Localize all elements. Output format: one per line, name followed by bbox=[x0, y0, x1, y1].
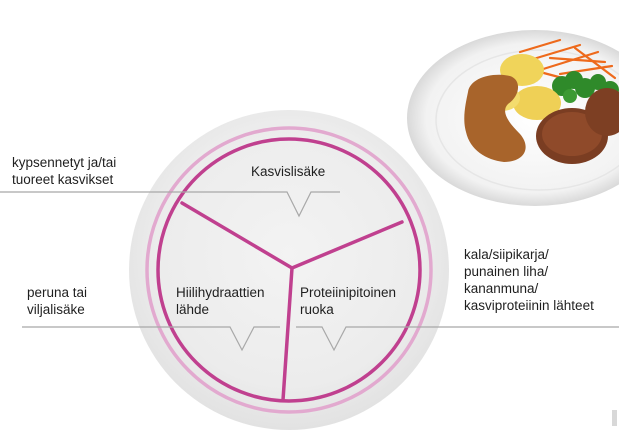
label-vegetables: Kasvislisäke bbox=[251, 163, 325, 180]
meal-photo bbox=[407, 30, 619, 206]
label-carbohydrates: Hiilihydraattien lähde bbox=[176, 284, 265, 318]
callout-vegetables: kypsennetyt ja/tai tuoreet kasvikset bbox=[12, 154, 116, 188]
plate bbox=[129, 110, 449, 430]
label-protein: Proteiinipitoinen ruoka bbox=[300, 284, 396, 318]
callout-carbohydrates: peruna tai viljalisäke bbox=[27, 284, 87, 318]
edge-marker bbox=[612, 410, 617, 426]
callout-protein: kala/siipikarja/ punainen liha/ kananmun… bbox=[464, 246, 594, 314]
